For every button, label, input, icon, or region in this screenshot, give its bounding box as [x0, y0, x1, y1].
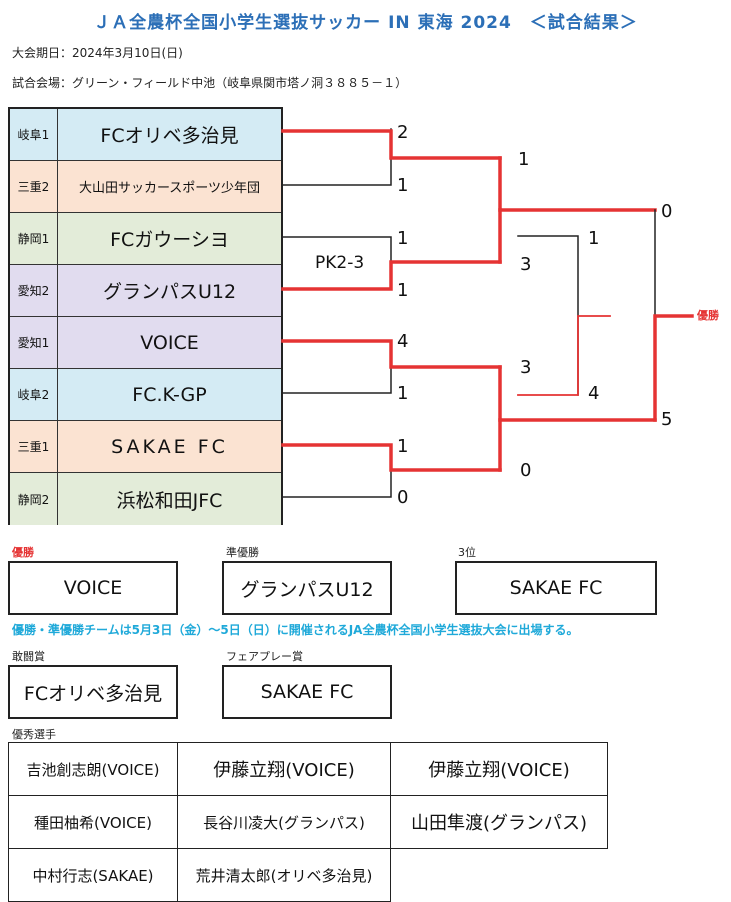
- champion-label: 優勝: [12, 546, 34, 559]
- team-pref: 三重1: [10, 421, 58, 472]
- runner-label: 準優勝: [226, 546, 259, 559]
- team-row: 愛知1 VOICE: [10, 317, 281, 369]
- team-row: 静岡2 浜松和田JFC: [10, 473, 281, 525]
- score: 1: [397, 383, 409, 404]
- page-title: ＪＡ全農杯全国小学生選抜サッカー IN 東海 2024 ＜試合結果＞: [93, 13, 638, 33]
- score: 1: [397, 228, 409, 249]
- team-name: FC.K-GP: [132, 383, 207, 406]
- team-name: FCガウーシヨ: [110, 229, 229, 251]
- team-pref: 岐阜1: [10, 109, 58, 160]
- team-pref: 岐阜2: [10, 369, 58, 420]
- third-box: SAKAE FC: [455, 561, 657, 615]
- fairplay-box: SAKAE FC: [222, 665, 392, 719]
- qualification-notice: 優勝・準優勝チームは5月3日（金）～5日（日）に開催されるJA全農杯全国小学生選…: [12, 623, 579, 637]
- score: 0: [661, 201, 673, 222]
- player-cell: 荒井清太郎(オリベ多治見): [177, 848, 391, 902]
- runner-box: グランパスU12: [222, 561, 392, 615]
- score: 4: [588, 383, 600, 404]
- score: 1: [397, 280, 409, 301]
- table-row: 種田柚希(VOICE) 長谷川凌大(グランパス) 山田隼渡(グランパス): [8, 795, 608, 849]
- team-row: 岐阜2 FC.K-GP: [10, 369, 281, 421]
- team-row: 三重1 SAKAE FC: [10, 421, 281, 473]
- fighting-label: 敢闘賞: [12, 650, 45, 663]
- team-name: FCオリベ多治見: [100, 125, 239, 147]
- team-pref: 愛知2: [10, 265, 58, 316]
- champion-box: VOICE: [8, 561, 178, 615]
- score: 3: [520, 357, 532, 378]
- score: 2: [397, 122, 409, 143]
- table-row: 中村行志(SAKAE) 荒井清太郎(オリベ多治見): [8, 848, 608, 902]
- team-name: 浜松和田JFC: [116, 489, 223, 512]
- venue-line: 試合会場：グリーン・フィールド中池（岐阜県関市塔ノ洞３８８５－１）: [12, 76, 408, 90]
- table-row: 吉池創志朗(VOICE) 伊藤立翔(VOICE) 伊藤立翔(VOICE): [8, 742, 608, 796]
- score: 0: [397, 487, 409, 508]
- team-row: 岐阜1 FCオリベ多治見: [10, 109, 281, 161]
- player-cell: 長谷川凌大(グランパス): [177, 795, 391, 849]
- fairplay-label: フェアプレー賞: [226, 650, 303, 663]
- players-table: 吉池創志朗(VOICE) 伊藤立翔(VOICE) 伊藤立翔(VOICE) 種田柚…: [8, 742, 608, 902]
- score: 5: [661, 409, 673, 430]
- player-cell: 種田柚希(VOICE): [8, 795, 178, 849]
- player-cell: 伊藤立翔(VOICE): [390, 742, 608, 796]
- empty-cell: [391, 849, 608, 902]
- player-cell: 吉池創志朗(VOICE): [8, 742, 178, 796]
- score: 3: [520, 254, 532, 275]
- score: 1: [588, 228, 600, 249]
- score: 0: [520, 460, 532, 481]
- pk-score: PK2-3: [315, 253, 365, 273]
- date-line: 大会期日：2024年3月10日(日): [12, 46, 183, 60]
- player-cell: 伊藤立翔(VOICE): [177, 742, 391, 796]
- score: 4: [397, 331, 409, 352]
- team-pref: 愛知1: [10, 317, 58, 368]
- score: 1: [518, 149, 530, 170]
- team-pref: 静岡2: [10, 473, 58, 525]
- third-label: 3位: [458, 546, 476, 559]
- team-row: 三重2 大山田サッカースポーツ少年団: [10, 161, 281, 213]
- fighting-box: FCオリベ多治見: [8, 665, 178, 719]
- team-name: VOICE: [140, 331, 199, 354]
- players-label: 優秀選手: [12, 728, 56, 741]
- team-name: 大山田サッカースポーツ少年団: [78, 181, 261, 196]
- score: 1: [397, 436, 409, 457]
- score: 1: [397, 175, 409, 196]
- team-row: 静岡1 FCガウーシヨ: [10, 213, 281, 265]
- player-cell: 中村行志(SAKAE): [8, 848, 178, 902]
- team-row: 愛知2 グランパスU12: [10, 265, 281, 317]
- team-pref: 静岡1: [10, 213, 58, 264]
- team-table: 岐阜1 FCオリベ多治見 三重2 大山田サッカースポーツ少年団 静岡1 FCガウ…: [8, 107, 283, 525]
- champion-mark: 優勝: [697, 309, 719, 322]
- team-pref: 三重2: [10, 161, 58, 212]
- player-cell: 山田隼渡(グランパス): [390, 795, 608, 849]
- team-name: SAKAE FC: [111, 435, 228, 458]
- team-name: グランパスU12: [102, 281, 237, 303]
